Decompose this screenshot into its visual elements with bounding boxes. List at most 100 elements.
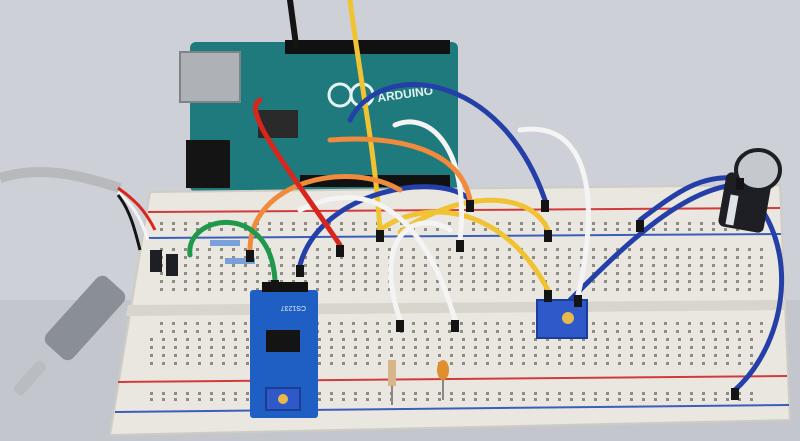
breadboard-hole [652, 322, 655, 325]
breadboard-hole [330, 398, 333, 401]
breadboard-hole [450, 398, 453, 401]
breadboard-hole [496, 330, 499, 333]
breadboard-hole [652, 228, 655, 231]
breadboard-hole [592, 264, 595, 267]
breadboard-hole [534, 362, 537, 365]
breadboard-hole [400, 288, 403, 291]
breadboard-hole [184, 280, 187, 283]
breadboard-hole [510, 354, 513, 357]
breadboard-hole [304, 264, 307, 267]
breadboard-hole [738, 354, 741, 357]
breadboard-hole [198, 398, 201, 401]
breadboard-hole [352, 222, 355, 225]
breadboard-hole [604, 330, 607, 333]
breadboard-hole [700, 222, 703, 225]
breadboard-hole [714, 346, 717, 349]
breadboard-hole [712, 256, 715, 259]
wire-plug [271, 280, 279, 292]
breadboard-hole [364, 264, 367, 267]
breadboard-hole [604, 322, 607, 325]
breadboard-hole [330, 392, 333, 395]
breadboard-hole [220, 264, 223, 267]
breadboard-hole [618, 362, 621, 365]
breadboard-hole [690, 346, 693, 349]
breadboard-hole [532, 330, 535, 333]
breadboard-hole [388, 248, 391, 251]
breadboard-hole [508, 222, 511, 225]
breadboard-hole [234, 392, 237, 395]
breadboard-hole [414, 346, 417, 349]
wire-red [253, 97, 343, 248]
arduino-header-top [285, 40, 450, 54]
breadboard-hole [712, 288, 715, 291]
breadboard-hole [472, 248, 475, 251]
breadboard-hole [508, 264, 511, 267]
breadboard-hole [676, 228, 679, 231]
breadboard-hole [352, 330, 355, 333]
breadboard-hole [364, 228, 367, 231]
breadboard-hole [222, 362, 225, 365]
breadboard-hole [676, 222, 679, 225]
breadboard-hole [160, 272, 163, 275]
breadboard-hole [424, 330, 427, 333]
breadboard-hole [366, 354, 369, 357]
breadboard-hole [424, 264, 427, 267]
breadboard-hole [532, 272, 535, 275]
breadboard-hole [220, 256, 223, 259]
breadboard-hole [340, 322, 343, 325]
breadboard-hole [486, 346, 489, 349]
breadboard-hole [510, 338, 513, 341]
breadboard-hole [726, 362, 729, 365]
breadboard-hole [652, 256, 655, 259]
breadboard-hole [496, 288, 499, 291]
breadboard-hole [256, 288, 259, 291]
breadboard-hole [436, 256, 439, 259]
breadboard-hole [496, 264, 499, 267]
breadboard-hole [174, 338, 177, 341]
breadboard-hole [676, 322, 679, 325]
breadboard-hole [690, 392, 693, 395]
breadboard-hole [484, 272, 487, 275]
breadboard-hole [532, 256, 535, 259]
breadboard-hole [208, 330, 211, 333]
breadboard-hole [208, 280, 211, 283]
breadboard-hole [750, 354, 753, 357]
breadboard-hole [606, 398, 609, 401]
breadboard-hole [568, 264, 571, 267]
breadboard-hole [400, 272, 403, 275]
breadboard-hole [210, 354, 213, 357]
arduino-usb-port [179, 51, 241, 103]
breadboard-hole [496, 222, 499, 225]
breadboard-hole [162, 362, 165, 365]
ceramic-capacitor [437, 360, 449, 380]
breadboard-hole [172, 222, 175, 225]
breadboard-hole [244, 222, 247, 225]
breadboard-hole [592, 288, 595, 291]
breadboard-hole [688, 272, 691, 275]
breadboard-hole [268, 222, 271, 225]
breadboard-hole [558, 362, 561, 365]
left-components [150, 240, 255, 276]
breadboard-hole [376, 264, 379, 267]
breadboard-hole [546, 338, 549, 341]
breadboard-hole [616, 280, 619, 283]
breadboard-hole [220, 272, 223, 275]
adc-module-pins [262, 282, 308, 292]
breadboard-hole [604, 280, 607, 283]
breadboard-hole [390, 354, 393, 357]
breadboard-hole [484, 330, 487, 333]
breadboard-hole [364, 256, 367, 259]
breadboard-hole [580, 228, 583, 231]
breadboard-hole [292, 256, 295, 259]
breadboard-hole [232, 322, 235, 325]
breadboard-hole [354, 392, 357, 395]
breadboard-hole [280, 256, 283, 259]
breadboard-hole [460, 272, 463, 275]
breadboard-hole [592, 280, 595, 283]
breadboard-hole [292, 264, 295, 267]
breadboard-hole [342, 362, 345, 365]
breadboard-hole [532, 322, 535, 325]
breadboard-hole [376, 322, 379, 325]
breadboard-hole [280, 272, 283, 275]
breadboard-hole [462, 354, 465, 357]
